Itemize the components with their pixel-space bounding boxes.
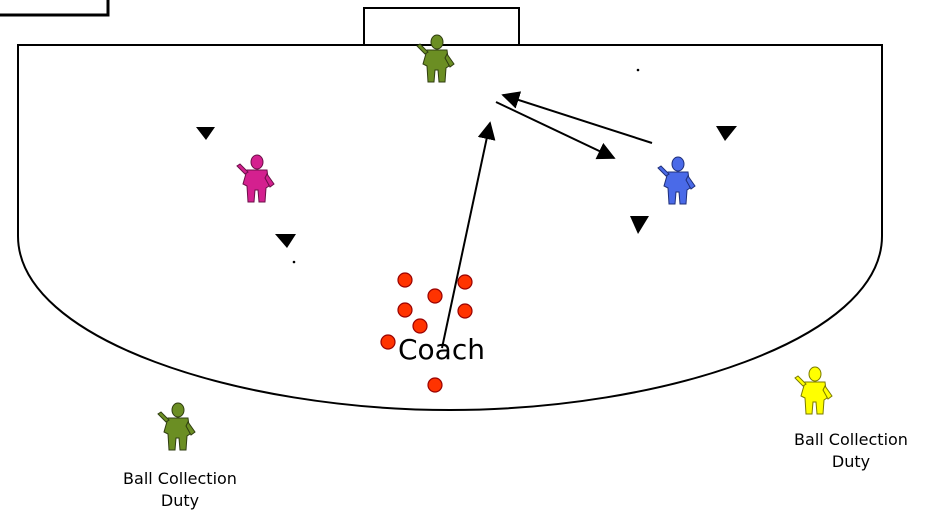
ball-collection-duty-right-label: Ball Collection Duty bbox=[776, 429, 926, 473]
pass-arrow-right-to-top bbox=[501, 91, 653, 144]
shooting-circle bbox=[17, 44, 883, 412]
field-box-top-left bbox=[0, 0, 110, 17]
ball-collection-label-line2: Duty bbox=[160, 491, 200, 510]
ball-collector-figure-right bbox=[794, 366, 833, 415]
ball-collector-figure-left bbox=[157, 402, 196, 451]
keeper-figure-goal bbox=[416, 34, 455, 83]
marker-dot bbox=[636, 68, 640, 72]
coach-label: Coach bbox=[398, 333, 485, 366]
ball-collection-duty-left-label: Ball Collection Duty bbox=[115, 468, 245, 512]
player-figure-blue bbox=[657, 156, 696, 205]
ball bbox=[397, 302, 413, 318]
ball bbox=[427, 288, 443, 304]
marker-dot bbox=[292, 260, 296, 264]
ball-collection-label-line2: Duty bbox=[831, 452, 871, 471]
ball bbox=[380, 334, 396, 350]
ball bbox=[397, 272, 413, 288]
ball bbox=[457, 303, 473, 319]
ball-collection-label-line1: Ball Collection bbox=[794, 430, 908, 449]
ball bbox=[457, 274, 473, 290]
cone bbox=[196, 127, 215, 140]
ball-collection-label-line1: Ball Collection bbox=[123, 469, 237, 488]
ball bbox=[412, 318, 428, 334]
cone bbox=[275, 234, 296, 248]
pass-arrow-coach-to-top bbox=[441, 121, 496, 349]
player-figure-pink bbox=[236, 154, 275, 203]
cone bbox=[630, 216, 649, 234]
pass-arrow-top-to-right bbox=[495, 101, 616, 160]
ball-cluster bbox=[380, 272, 473, 393]
ball bbox=[427, 377, 443, 393]
cone bbox=[716, 126, 737, 141]
